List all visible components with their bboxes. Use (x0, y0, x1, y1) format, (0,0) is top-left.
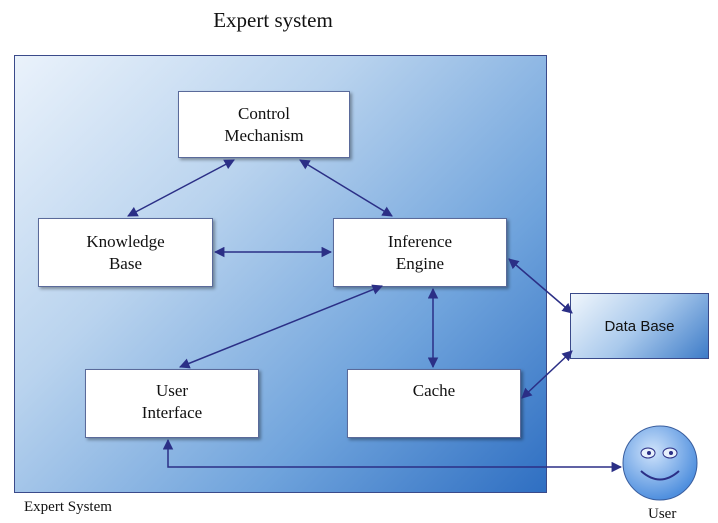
container-caption: Expert System (24, 499, 112, 515)
knowledge-base-box: Knowledge Base (38, 218, 213, 287)
cache-box: Cache (347, 369, 521, 438)
user-interface-box: User Interface (85, 369, 259, 438)
user-face-icon (622, 425, 698, 501)
database-box: Data Base (570, 293, 709, 359)
diagram-title: Expert system (213, 8, 333, 32)
user-interface-label: User Interface (141, 381, 203, 422)
inference-engine-label: Inference Engine (387, 231, 453, 273)
database-label: Data Base (604, 317, 675, 335)
control-mechanism-box: Control Mechanism (178, 91, 350, 158)
user-caption: User (648, 506, 677, 522)
control-mechanism-label: Control Mechanism (224, 103, 304, 145)
knowledge-base-label: Knowledge Base (86, 231, 165, 273)
cache-label: Cache (412, 381, 456, 400)
inference-engine-box: Inference Engine (333, 218, 507, 287)
